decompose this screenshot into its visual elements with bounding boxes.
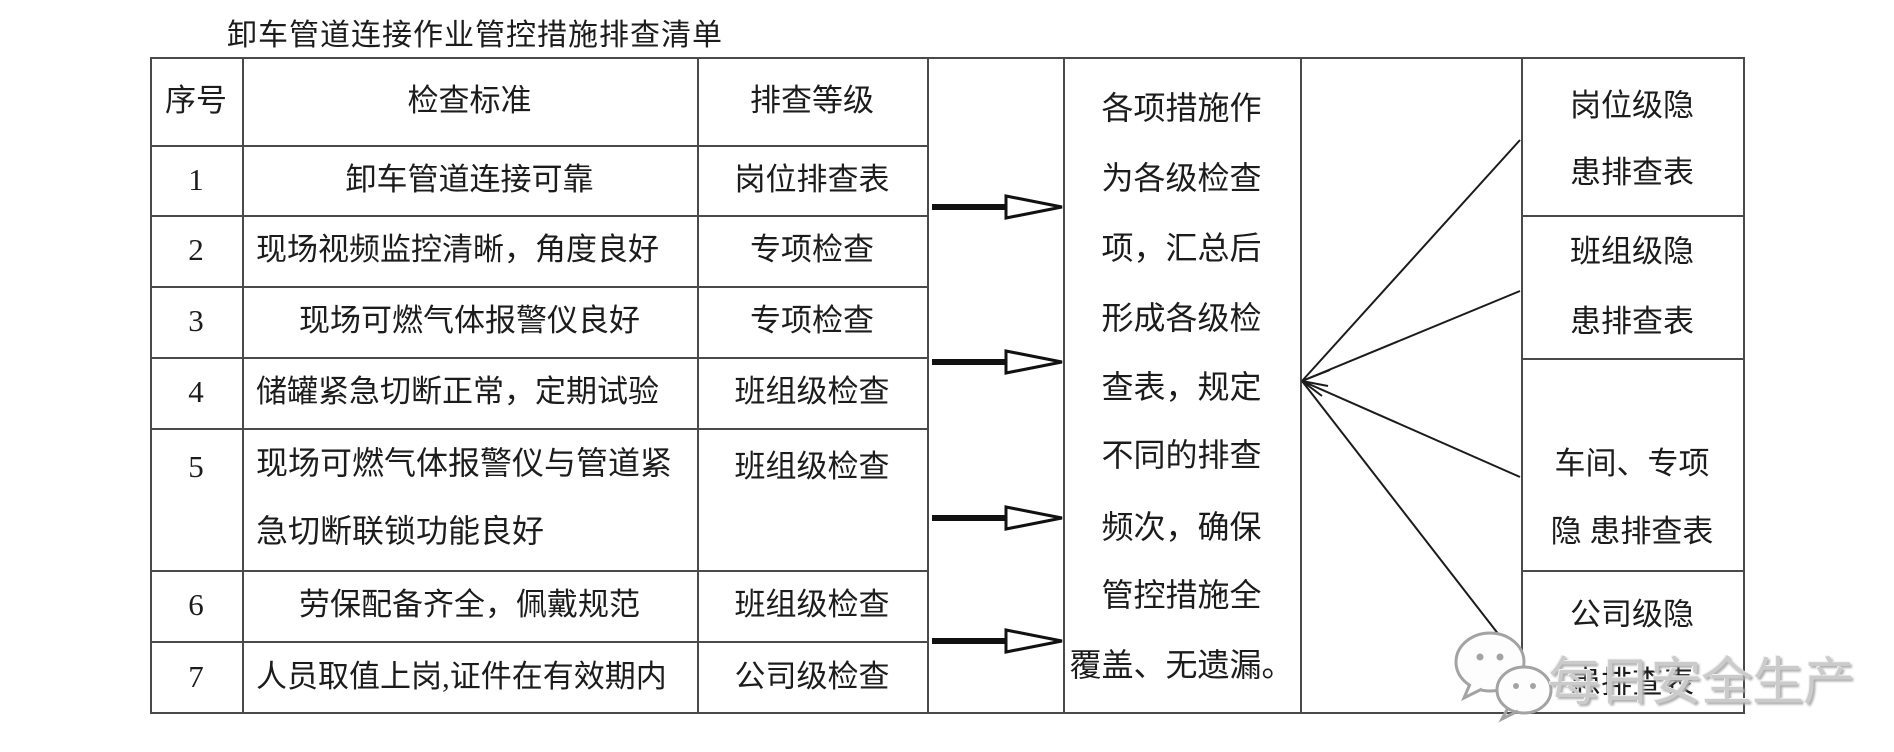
summary-line: 各项措施作 [1101, 90, 1262, 126]
row-level: 岗位排查表 [734, 161, 890, 197]
row-no: 2 [188, 232, 204, 268]
flow-arrow [932, 505, 1063, 531]
summary-line: 为各级检查 [1101, 160, 1262, 196]
watermark: 每日安全生产 [1448, 622, 1878, 732]
row-standard: 劳保配备齐全，佩戴规范 [299, 587, 640, 623]
output-box-team-level: 班组级隐 患排查表 [1570, 234, 1694, 339]
header-no: 序号 [165, 82, 227, 118]
summary-line: 管控措施全 [1101, 577, 1262, 613]
row-no: 6 [188, 587, 204, 623]
row-level: 班组级检查 [734, 374, 890, 410]
summary-line: 覆盖、无遗漏。 [1069, 647, 1294, 683]
header-standard: 检查标准 [407, 82, 532, 118]
output-box-company-level: 公司级隐 患排查表 [1570, 597, 1694, 700]
watermark-text: 每日安全生产 [1548, 655, 1855, 712]
output-box-post-level: 岗位级隐 患排查表 [1570, 88, 1694, 190]
summary-line: 项，汇总后 [1101, 230, 1262, 266]
row-standard: 卸车管道连接可靠 [345, 161, 594, 197]
row-level: 公司级检查 [734, 658, 890, 694]
row-no: 1 [188, 161, 204, 197]
summary-line: 查表，规定 [1101, 369, 1262, 405]
flow-arrow [932, 628, 1063, 654]
fan-lines [1301, 139, 1521, 663]
row-no: 4 [188, 374, 204, 410]
row-level: 班组级检查 [734, 587, 890, 623]
header-level: 排查等级 [750, 82, 874, 118]
row-standard: 现场可燃气体报警仪与管道紧急切断联锁功能良好 [256, 445, 673, 549]
row-standard: 现场视频监控清晰，角度良好 [256, 232, 659, 268]
row-standard: 人员取值上岗,证件在有效期内 [256, 658, 667, 694]
flow-arrow [932, 349, 1063, 375]
summary-line: 频次，确保 [1101, 509, 1262, 545]
wechat-icon [1454, 631, 1553, 723]
summary-line: 不同的排查 [1101, 437, 1262, 473]
row-standard: 现场可燃气体报警仪良好 [299, 303, 640, 339]
output-box-workshop-special: 车间、专项 隐 患排查表 [1550, 446, 1714, 549]
row-standard: 储罐紧急切断正常，定期试验 [256, 374, 659, 410]
page-title: 卸车管道连接作业管控措施排查清单 [227, 19, 723, 52]
row-level: 专项检查 [750, 303, 874, 339]
summary-line: 形成各级检 [1101, 300, 1262, 336]
row-no: 3 [188, 303, 204, 339]
row-level: 专项检查 [750, 232, 874, 268]
row-no: 5 [188, 449, 204, 484]
row-level: 班组级检查 [734, 449, 890, 484]
flow-arrow [932, 194, 1063, 220]
row-no: 7 [188, 658, 204, 694]
